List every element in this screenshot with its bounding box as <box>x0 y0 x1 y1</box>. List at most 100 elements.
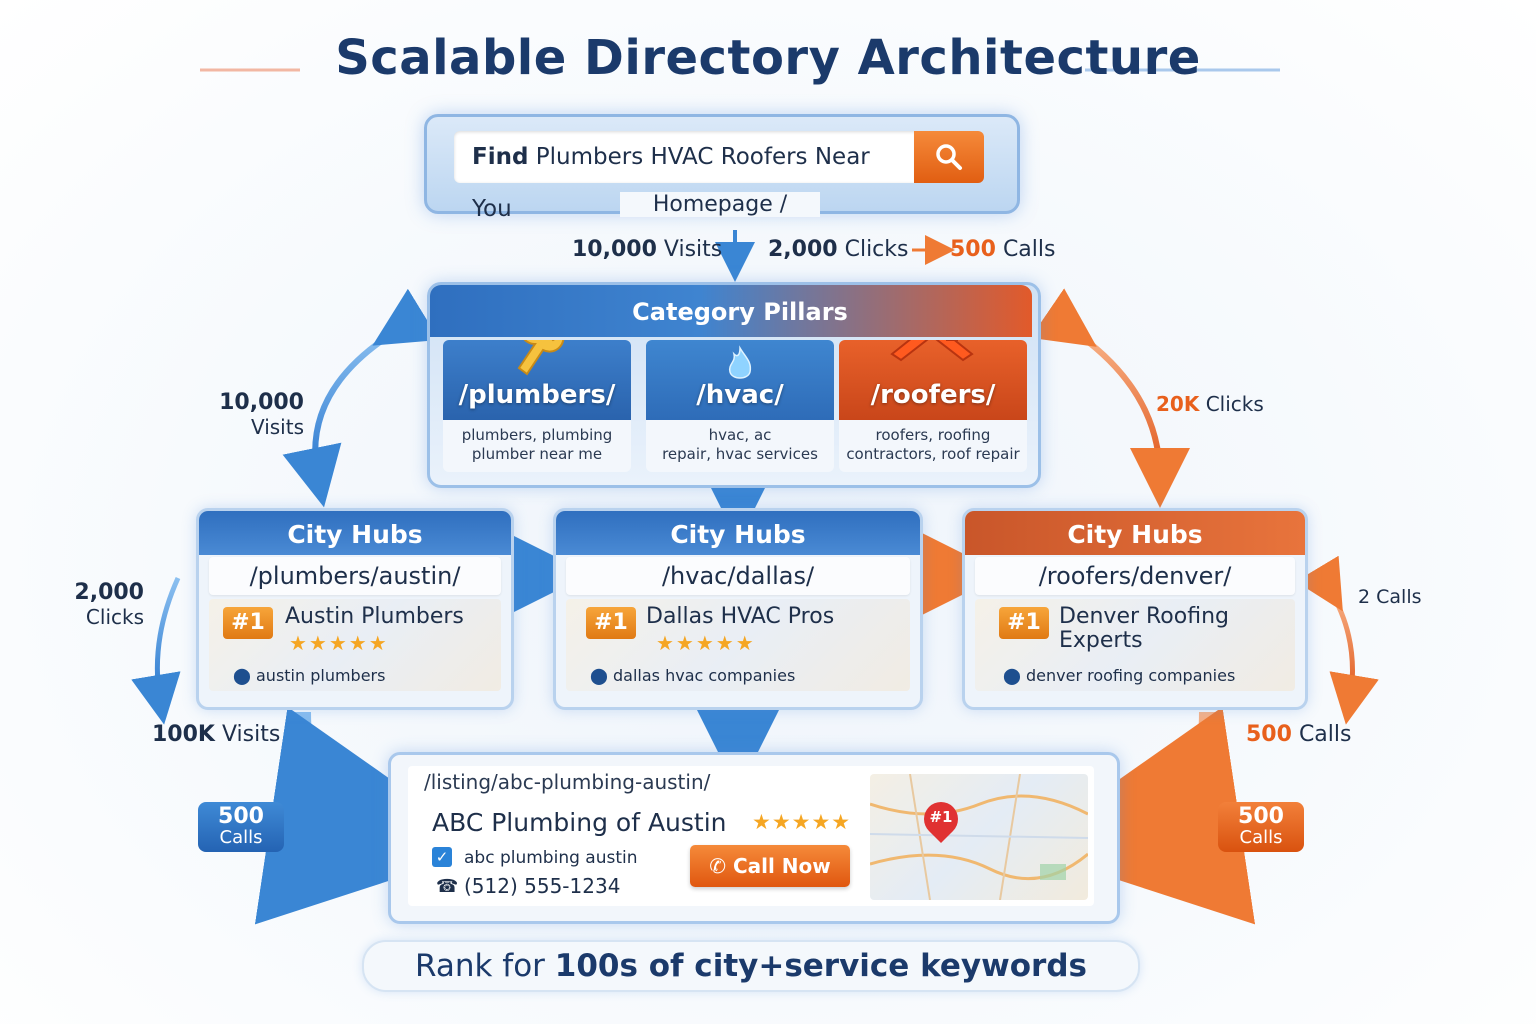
pillar-card-roofers[interactable]: /roofers/ roofers, roofing contractors, … <box>839 340 1027 472</box>
pillar-path-roofers: /roofers/ <box>870 380 996 410</box>
right-calls-label: 2 Calls <box>1358 586 1422 608</box>
city-hub-denver[interactable]: City Hubs /roofers/denver/ #1 Denver Roo… <box>962 508 1308 710</box>
homepage-calls: 500 Calls <box>950 237 1055 262</box>
left-clicks-number: 2,000 <box>74 580 144 605</box>
right-updown-arrow <box>1295 555 1379 725</box>
city-hub-map-card: #1 Austin Plumbers ★★★★★ ⬤ austin plumbe… <box>209 599 501 691</box>
city-hub-url[interactable]: /hvac/dallas/ <box>566 557 910 595</box>
pillar-card-hvac[interactable]: /hvac/ hvac, ac repair, hvac services <box>646 340 834 472</box>
call-now-phone-icon: ✆ <box>709 854 726 878</box>
listing-title: ABC Plumbing of Austin <box>432 808 727 837</box>
bottom-banner: Rank for 100s of city+service keywords <box>362 940 1140 992</box>
search-input[interactable]: Find Plumbers HVAC Roofers Near You <box>454 131 916 222</box>
hub-keyword-text: austin plumbers <box>256 666 386 685</box>
map-pin-icon: ⬤ <box>233 666 251 685</box>
phone-icon: ☎ <box>436 876 459 897</box>
hub-keyword: ⬤ dallas hvac companies <box>590 666 795 685</box>
pillar-keywords-hvac-2: repair, hvac services <box>662 445 818 463</box>
search-label-rest: Plumbers HVAC Roofers Near You <box>472 144 870 222</box>
business-name: Dallas HVAC Pros <box>646 604 835 629</box>
right-big-calls-number: 500 <box>1246 722 1292 747</box>
homepage-visits-text: Visits <box>663 237 723 262</box>
search-label-bold: Find <box>472 144 529 170</box>
left-calls-badge-text: Calls <box>219 827 263 848</box>
page-title: Scalable Directory Architecture <box>335 30 1201 86</box>
homepage-visits: 10,000 Visits <box>572 237 722 262</box>
hub-keyword: ⬤ denver roofing companies <box>1003 666 1235 685</box>
hub-keyword: ⬤ austin plumbers <box>233 666 385 685</box>
city-hub-url[interactable]: /roofers/denver/ <box>975 557 1295 595</box>
city-hub-title: City Hubs <box>556 511 920 555</box>
homepage-clicks-text: Clicks <box>844 237 909 262</box>
homepage-label: Homepage / <box>620 192 820 217</box>
map-pin-label: #1 <box>929 808 953 826</box>
bottom-banner-bold: 100s of city+service keywords <box>554 948 1087 984</box>
listing-phone: (512) 555-1234 <box>464 874 621 898</box>
pillar-keywords-plumbers-2: plumber near me <box>471 445 603 463</box>
hub-keyword-text: denver roofing companies <box>1026 666 1236 685</box>
right-calls-text: Calls <box>1376 586 1422 608</box>
right-calls-badge-number: 500 <box>1238 804 1284 829</box>
left-calls-badge-number: 500 <box>218 804 264 829</box>
left-visits-label: 10,000 Visits <box>190 390 304 440</box>
pillar-path-plumbers: /plumbers/ <box>458 380 616 410</box>
rank-badge: #1 <box>586 607 636 639</box>
right-calls-badge-text: Calls <box>1239 827 1283 848</box>
call-now-button[interactable]: ✆ Call Now <box>690 845 850 887</box>
pillar-card-plumbers[interactable]: /plumbers/ plumbers, plumbing plumber ne… <box>443 340 631 472</box>
left-clicks-text: Clicks <box>85 605 144 629</box>
star-rating: ★★★★★ <box>289 631 389 655</box>
map-pin-icon: ⬤ <box>590 666 608 685</box>
listing-url[interactable]: /listing/abc-plumbing-austin/ <box>424 770 711 794</box>
left-big-visits-number: 100K <box>152 722 215 747</box>
right-clicks-number: 20K <box>1156 392 1200 416</box>
left-big-visits-text: Visits <box>221 722 281 747</box>
rank-badge: #1 <box>223 607 273 639</box>
wrench-icon <box>517 340 565 376</box>
business-name: Austin Plumbers <box>285 604 464 629</box>
category-pillars-header <box>430 285 1032 337</box>
homepage-visits-number: 10,000 <box>572 237 657 262</box>
homepage-calls-number: 500 <box>950 237 996 262</box>
pillar-keywords-hvac-1: hvac, ac <box>708 426 772 444</box>
homepage-clicks: 2,000 Clicks <box>768 237 908 262</box>
homepage-calls-text: Calls <box>1002 237 1056 262</box>
map-pin-icon: ⬤ <box>1003 666 1021 685</box>
right-big-calls: 500 Calls <box>1246 722 1351 747</box>
left-visits-text: Visits <box>250 415 304 439</box>
left-down-arrow <box>131 576 181 725</box>
city-hub-map-card: #1 Denver Roofing Experts ⬤ denver roofi… <box>975 599 1295 691</box>
city-hub-dallas[interactable]: City Hubs /hvac/dallas/ #1 Dallas HVAC P… <box>553 508 923 710</box>
pillar-keywords-roofers-1: roofers, roofing <box>875 426 991 444</box>
right-clicks-text: Clicks <box>1205 392 1264 416</box>
listing-keyword: abc plumbing austin <box>464 848 638 868</box>
pillar-keywords-plumbers-1: plumbers, plumbing <box>461 426 613 444</box>
city-hub-map-card: #1 Dallas HVAC Pros ★★★★★ ⬤ dallas hvac … <box>566 599 910 691</box>
right-calls-number: 2 <box>1358 586 1371 608</box>
check-icon: ✓ <box>432 847 452 867</box>
city-hub-url[interactable]: /plumbers/austin/ <box>209 557 501 595</box>
right-big-calls-text: Calls <box>1298 722 1352 747</box>
right-clicks-label: 20K Clicks <box>1156 392 1264 416</box>
right-listing-arrow <box>1021 706 1256 925</box>
rank-badge: #1 <box>999 607 1049 639</box>
listing-map: #1 <box>870 774 1088 900</box>
pillar-keywords-roofers-2: contractors, roof repair <box>846 445 1020 463</box>
bottom-banner-pre: Rank for <box>414 948 545 984</box>
pillar-path-hvac: /hvac/ <box>696 380 784 410</box>
right-curve-arrow <box>1030 288 1190 508</box>
left-clicks-label: 2,000 Clicks <box>40 580 144 630</box>
roof-icon <box>890 340 974 362</box>
search-button[interactable] <box>914 131 984 183</box>
homepage-clicks-number: 2,000 <box>768 237 838 262</box>
city-hub-title: City Hubs <box>199 511 511 555</box>
city-hub-austin[interactable]: City Hubs /plumbers/austin/ #1 Austin Pl… <box>196 508 514 710</box>
search-icon <box>936 144 962 170</box>
business-name: Denver Roofing Experts <box>1059 604 1229 653</box>
listing-star-rating: ★★★★★ <box>752 810 852 834</box>
flame-icon <box>728 345 752 379</box>
right-calls-badge: 500 Calls <box>1218 802 1304 852</box>
map-graphic <box>870 774 1088 900</box>
left-calls-badge: 500 Calls <box>198 802 284 852</box>
